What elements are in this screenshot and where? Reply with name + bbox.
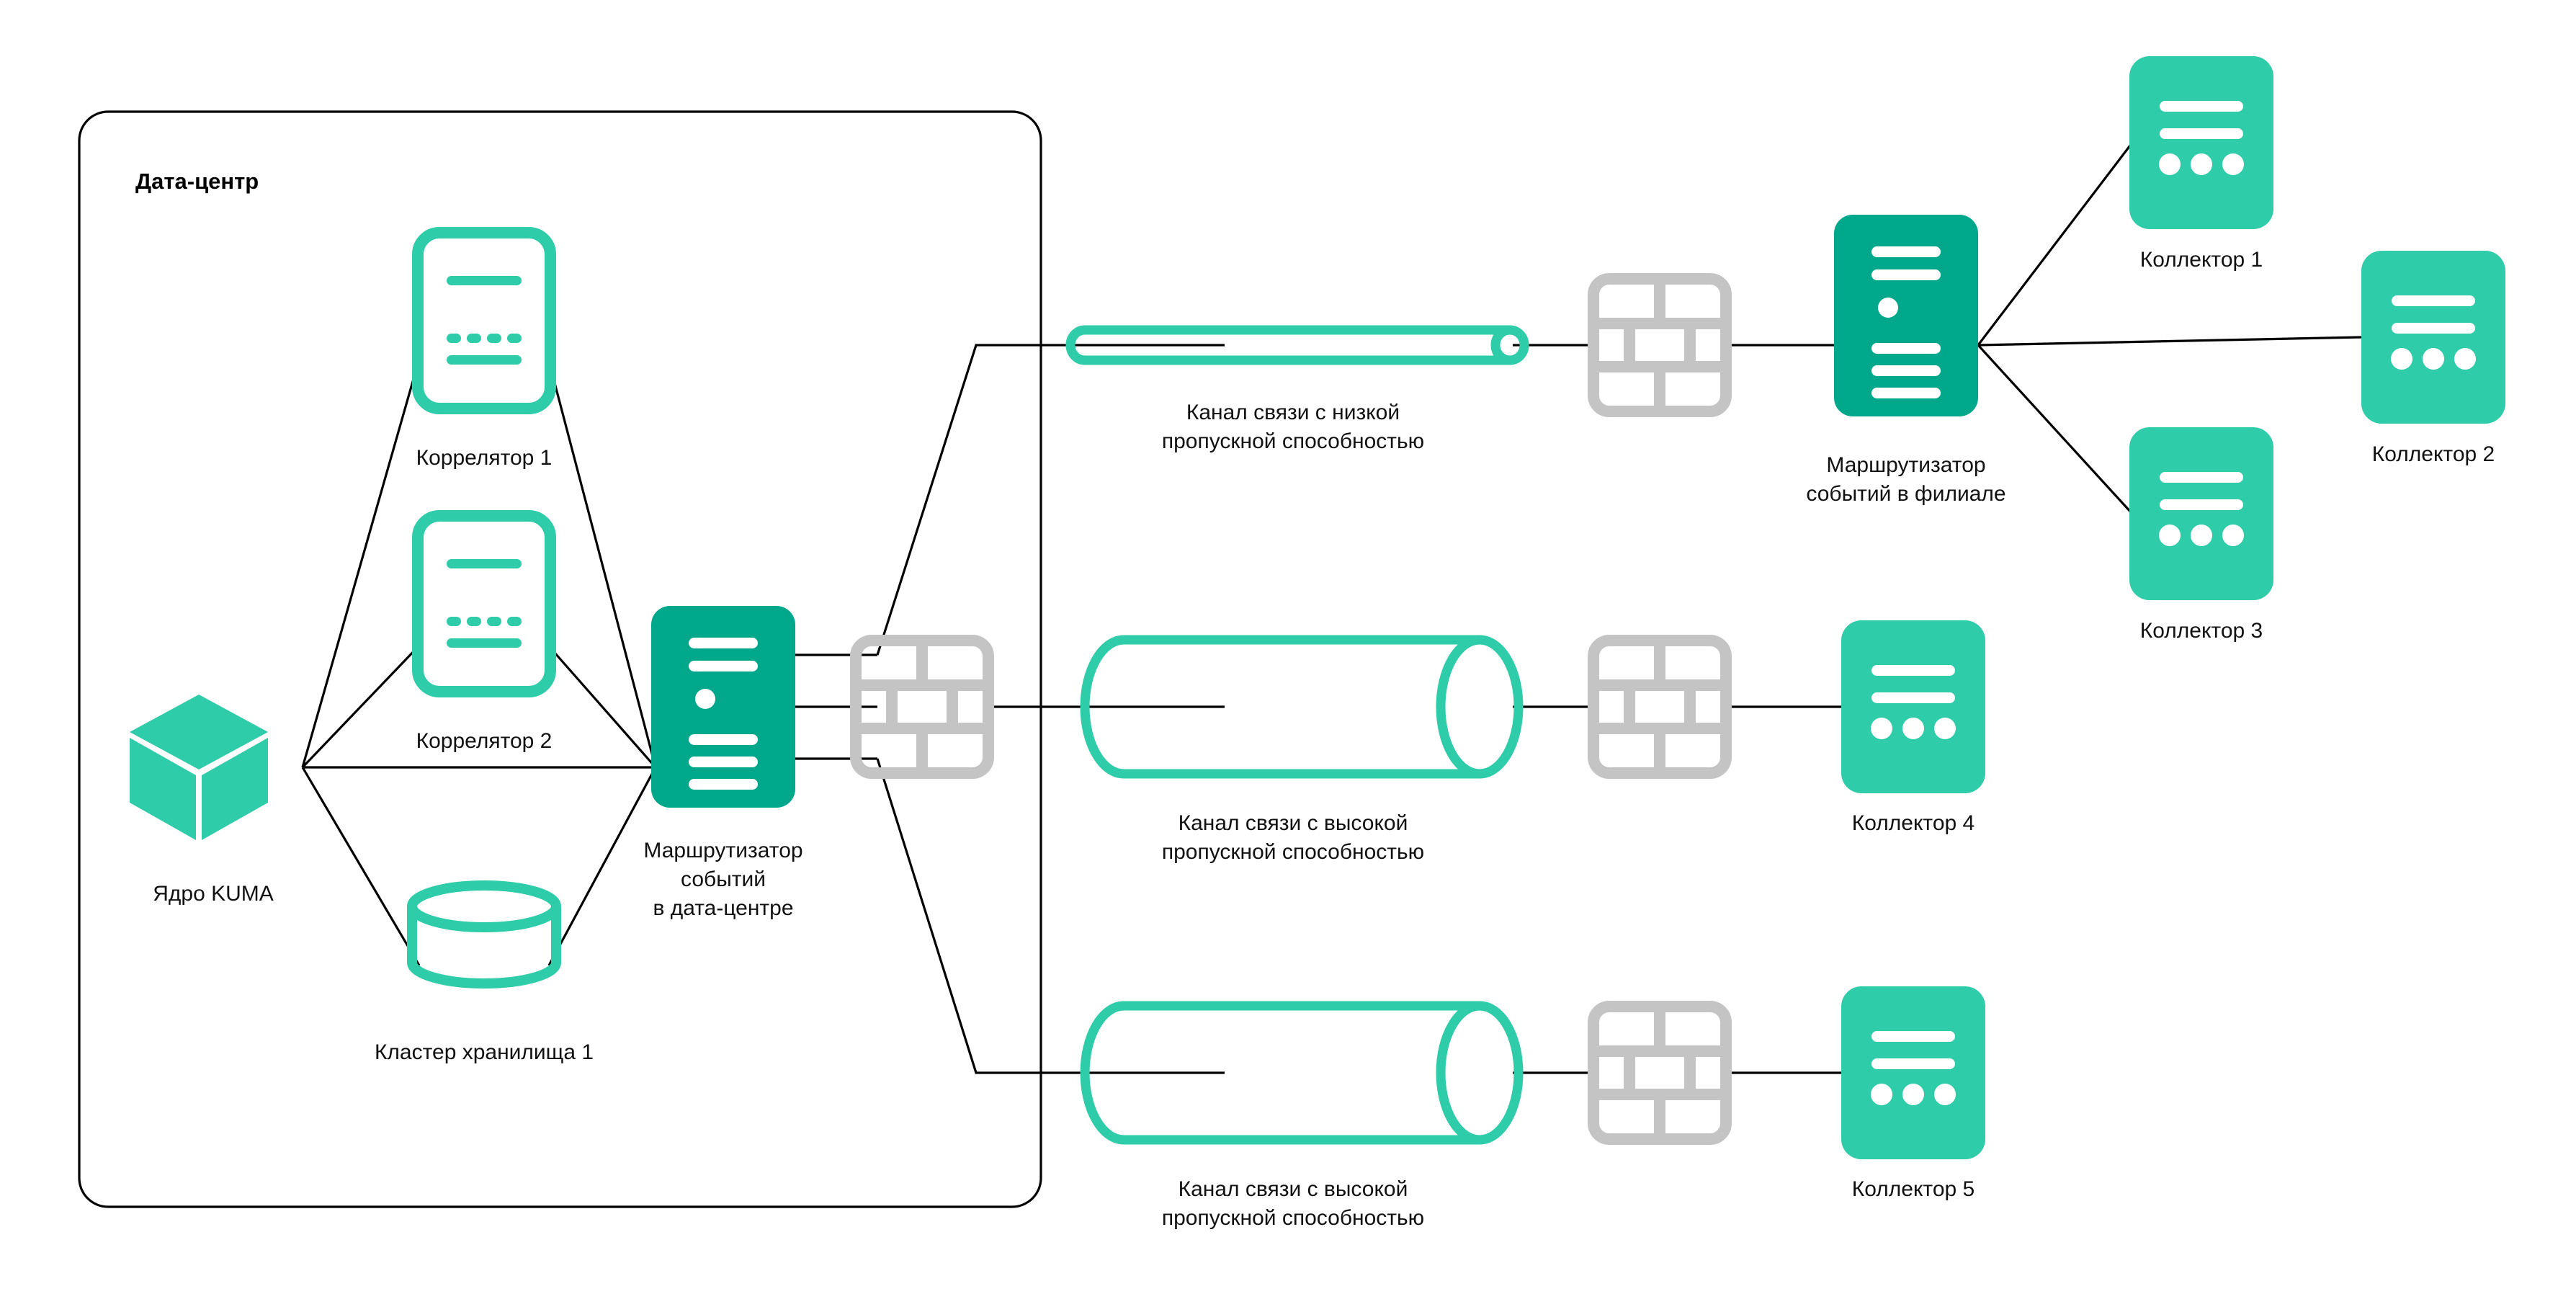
firewall-brick-icon (1593, 641, 1726, 773)
link-correlator-1-to-router-dc (548, 363, 657, 768)
node-router-branch-label-line-2: событий в филиале (1806, 482, 2005, 506)
collector-icon (2361, 251, 2505, 424)
node-collector-3[interactable] (2129, 427, 2273, 600)
node-storage-cluster-1-label: Кластер хранилища 1 (375, 1040, 594, 1064)
link-router-branch-to-collector-1 (1977, 142, 2134, 346)
node-router-branch-label-line-1: Маршрутизатор (1826, 453, 1985, 477)
collector-icon (1841, 986, 1985, 1159)
node-firewall-branch-top[interactable] (1593, 279, 1726, 411)
node-collector-4[interactable] (1841, 620, 1985, 793)
node-collector-3-label: Коллектор 3 (2140, 619, 2263, 643)
channel-high-bandwidth-middle-label-line-2: пропускной способностью (1162, 840, 1424, 864)
firewall-brick-icon (1593, 1007, 1726, 1139)
channel-low-bandwidth (1065, 325, 1529, 365)
link-correlator-2-to-router-dc (548, 646, 657, 769)
node-firewall-branch-bottom[interactable] (1593, 1007, 1726, 1139)
cube-icon (130, 695, 268, 840)
link-firewall-dc-to-channel-high-bottom (876, 758, 1225, 1074)
channel-high-bandwidth-middle-label-line-1: Канал связи с высокой (1179, 811, 1408, 835)
server-router-icon (1834, 215, 1978, 416)
node-collector-4-label: Коллектор 4 (1852, 811, 1975, 835)
collector-icon (2129, 56, 2273, 229)
node-router-datacenter-label-line-2: событий (681, 867, 766, 891)
collector-icon (1841, 620, 1985, 793)
node-collector-2[interactable] (2361, 251, 2505, 424)
correlator-icon (418, 516, 550, 692)
node-router-datacenter-label-line-1: Маршрутизатор (643, 839, 802, 862)
node-kuma-core[interactable] (130, 695, 268, 840)
firewall-brick-icon (1593, 279, 1726, 411)
node-storage-cluster-1[interactable] (412, 885, 556, 983)
channel-high-bandwidth-middle (1080, 635, 1524, 779)
channel-low-bandwidth-label-line-1: Канал связи с низкой (1186, 401, 1400, 424)
link-core-to-correlator-1 (301, 363, 419, 768)
correlator-icon (418, 233, 550, 409)
node-kuma-core-label: Ядро KUMA (153, 882, 274, 906)
node-router-datacenter-label-line-3: в дата-центре (653, 896, 793, 920)
datacenter-zone-title: Дата-центр (135, 169, 259, 194)
channel-high-bandwidth-bottom-label-line-1: Канал связи с высокой (1179, 1177, 1408, 1201)
channel-high-bandwidth-bottom (1080, 1001, 1524, 1145)
server-router-icon (651, 606, 795, 808)
link-core-to-storage (301, 767, 421, 966)
channel-high-bandwidth-bottom-label-line-2: пропускной способностью (1162, 1206, 1424, 1230)
node-correlator-2[interactable] (418, 516, 550, 692)
node-collector-5[interactable] (1841, 986, 1985, 1159)
link-firewall-dc-to-channel-low (876, 344, 1225, 656)
node-correlator-2-label: Коррелятор 2 (416, 729, 553, 753)
database-cylinder-icon (412, 885, 556, 983)
node-collector-5-label: Коллектор 5 (1852, 1177, 1975, 1201)
node-collector-1-label: Коллектор 1 (2140, 248, 2263, 272)
link-core-to-correlator-2 (301, 646, 419, 769)
node-correlator-1[interactable] (418, 233, 550, 409)
collector-icon (2129, 427, 2273, 600)
node-router-branch[interactable] (1834, 215, 1978, 416)
node-correlator-1-label: Коррелятор 1 (416, 446, 553, 470)
node-router-datacenter[interactable] (651, 606, 795, 808)
link-router-branch-to-collector-3 (1977, 344, 2134, 515)
channel-low-bandwidth-label-line-2: пропускной способностью (1162, 429, 1424, 453)
link-storage-to-router-dc (547, 767, 657, 966)
node-collector-2-label: Коллектор 2 (2372, 442, 2495, 466)
link-router-branch-to-collector-2 (1977, 336, 2362, 347)
node-collector-1[interactable] (2129, 56, 2273, 229)
datacenter-zone-box (78, 110, 1042, 1208)
node-firewall-branch-middle[interactable] (1593, 641, 1726, 773)
connector-lines (301, 142, 2362, 1074)
